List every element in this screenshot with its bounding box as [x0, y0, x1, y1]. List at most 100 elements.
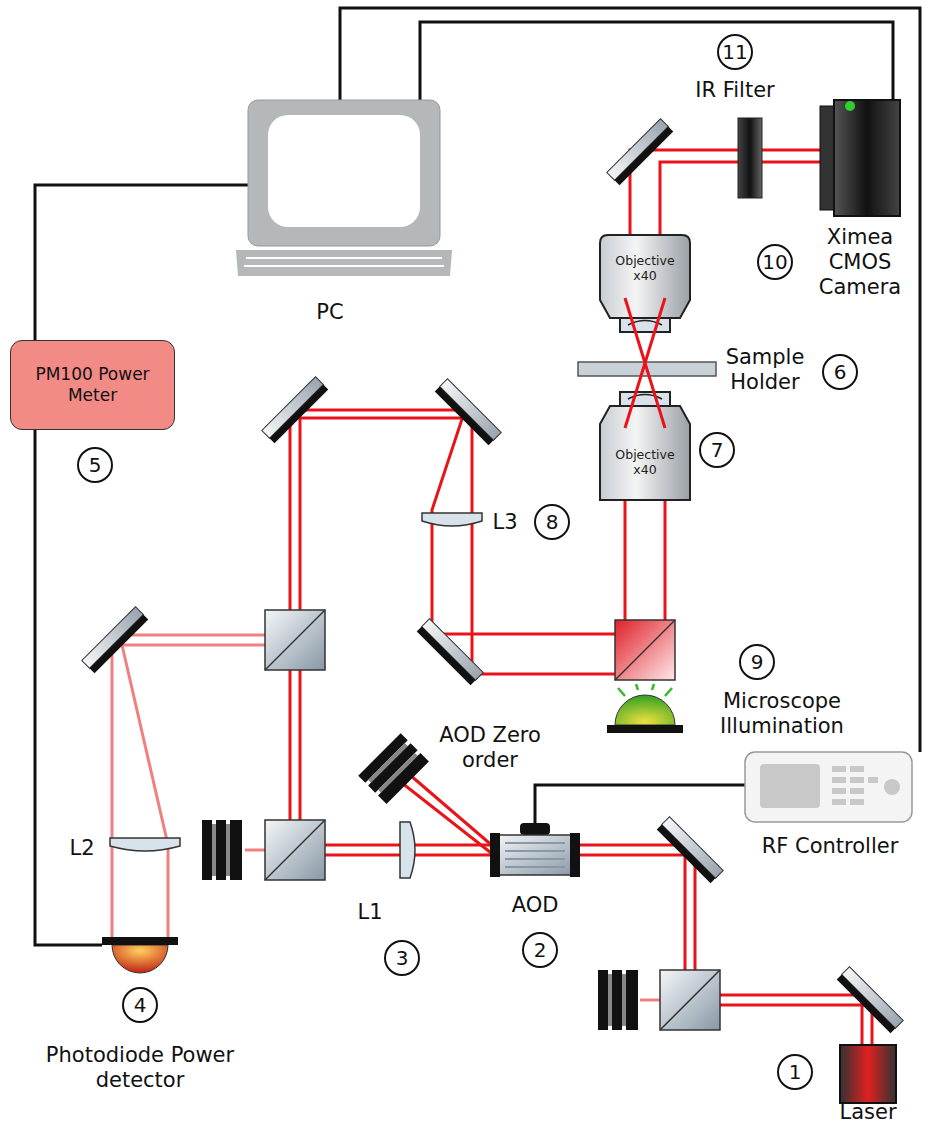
pc	[236, 100, 452, 276]
rf-controller-part-part	[832, 766, 846, 772]
weak-beams-part	[245, 849, 265, 852]
aod-part-part	[505, 858, 565, 860]
ir-filter-part	[738, 118, 762, 198]
rf-controller-part	[832, 766, 878, 805]
camera-part	[820, 106, 834, 210]
photodiode-part	[102, 937, 178, 945]
photodiode-part	[112, 945, 168, 973]
rf-controller-part-part	[832, 777, 846, 783]
lenses-part	[110, 838, 180, 851]
rf-controller-part	[884, 779, 900, 795]
illumination-part-part	[618, 688, 625, 696]
laser-beams	[290, 150, 872, 1045]
callout-number: 7	[699, 432, 735, 468]
rf-controller-part-part	[868, 777, 878, 783]
text-group: Objective x40	[602, 447, 688, 477]
beam-line	[625, 298, 665, 428]
aod-part	[570, 833, 580, 877]
part-label: PC	[290, 300, 370, 325]
component-text: Objective x40	[602, 253, 688, 283]
beam-dumps	[202, 733, 638, 1030]
part-label: Laser	[828, 1100, 908, 1125]
weak-beams-part	[111, 640, 114, 937]
part-label: Microscope Illumination	[697, 689, 867, 739]
pc-part-part	[244, 265, 444, 267]
wires-part	[35, 430, 102, 945]
photodiode	[102, 937, 178, 973]
mirrors-part	[657, 817, 723, 883]
rf-controller	[745, 752, 912, 822]
mirrors	[82, 119, 903, 1033]
objectives-part	[600, 235, 690, 318]
rf-controller-part	[760, 764, 820, 808]
beam-splitters-part	[265, 820, 325, 880]
part-label: L2	[64, 836, 100, 861]
text-group: PM100 Power Meter	[17, 364, 168, 406]
pc-part	[248, 100, 440, 246]
rf-controller-part-part	[850, 777, 864, 783]
part-label: Photodiode Power detector	[40, 1043, 240, 1093]
pc-part	[268, 115, 420, 227]
illumination-part	[618, 684, 672, 696]
part-label: L3	[487, 510, 523, 535]
part-label: AOD Zero order	[430, 723, 550, 773]
power-meter-box: PM100 Power Meter	[10, 340, 175, 430]
mirrors-part	[262, 377, 328, 443]
beam-dumps-part	[202, 820, 242, 880]
lenses-part	[400, 822, 415, 878]
aod	[490, 823, 580, 877]
part-label: RF Controller	[735, 834, 925, 859]
mirrors-part	[82, 607, 148, 673]
component-text: Objective x40	[602, 447, 688, 477]
illumination-part	[607, 725, 683, 733]
pc-part-part	[246, 257, 442, 259]
weak-beams-part	[640, 999, 660, 1002]
objectives-part	[620, 392, 670, 406]
mirrors-part	[435, 379, 501, 445]
lenses-part	[422, 513, 482, 526]
beam-line	[625, 298, 665, 428]
aod-part-part	[505, 850, 565, 852]
objectives-part	[620, 318, 670, 332]
illumination	[607, 684, 683, 733]
beam-splitters-part	[265, 610, 325, 670]
beam-connector	[625, 298, 665, 428]
callout-number: 9	[739, 644, 775, 680]
laser-beams-part	[402, 783, 495, 856]
laser-beams-part	[290, 410, 625, 850]
part-label: L1	[350, 900, 390, 925]
camera-part	[834, 100, 900, 216]
laser-beams-part	[410, 775, 495, 848]
part-label: AOD	[500, 893, 570, 918]
component-text: PM100 Power Meter	[17, 364, 168, 406]
beam-splitters-part	[615, 620, 675, 680]
callout-number: 1	[777, 1054, 813, 1090]
rf-controller-part-part	[850, 788, 864, 794]
part-label: IR Filter	[675, 78, 795, 103]
objectives	[578, 235, 716, 500]
callout-number: 8	[534, 504, 570, 540]
pc-part	[244, 258, 444, 266]
part-label: Sample Holder	[717, 345, 813, 395]
callout-number: 4	[122, 987, 158, 1023]
laser-part	[840, 1045, 896, 1103]
beam-splitters-part	[660, 970, 720, 1030]
beam-dumps-part	[358, 733, 429, 804]
callout-number: 10	[757, 244, 793, 280]
wires-part	[535, 785, 745, 825]
callout-number: 11	[717, 34, 753, 70]
beam-dumps-part	[598, 970, 638, 1030]
rf-controller-part-part	[850, 799, 864, 805]
callout-number: 3	[384, 940, 420, 976]
illumination-part-part	[636, 684, 638, 690]
lenses	[110, 513, 482, 878]
camera-part	[845, 101, 855, 111]
camera	[820, 100, 900, 216]
beam-splitters-part	[615, 620, 675, 680]
laser-beams-part	[630, 150, 825, 235]
aod-part	[520, 823, 550, 835]
weak-beams-part	[122, 645, 168, 937]
